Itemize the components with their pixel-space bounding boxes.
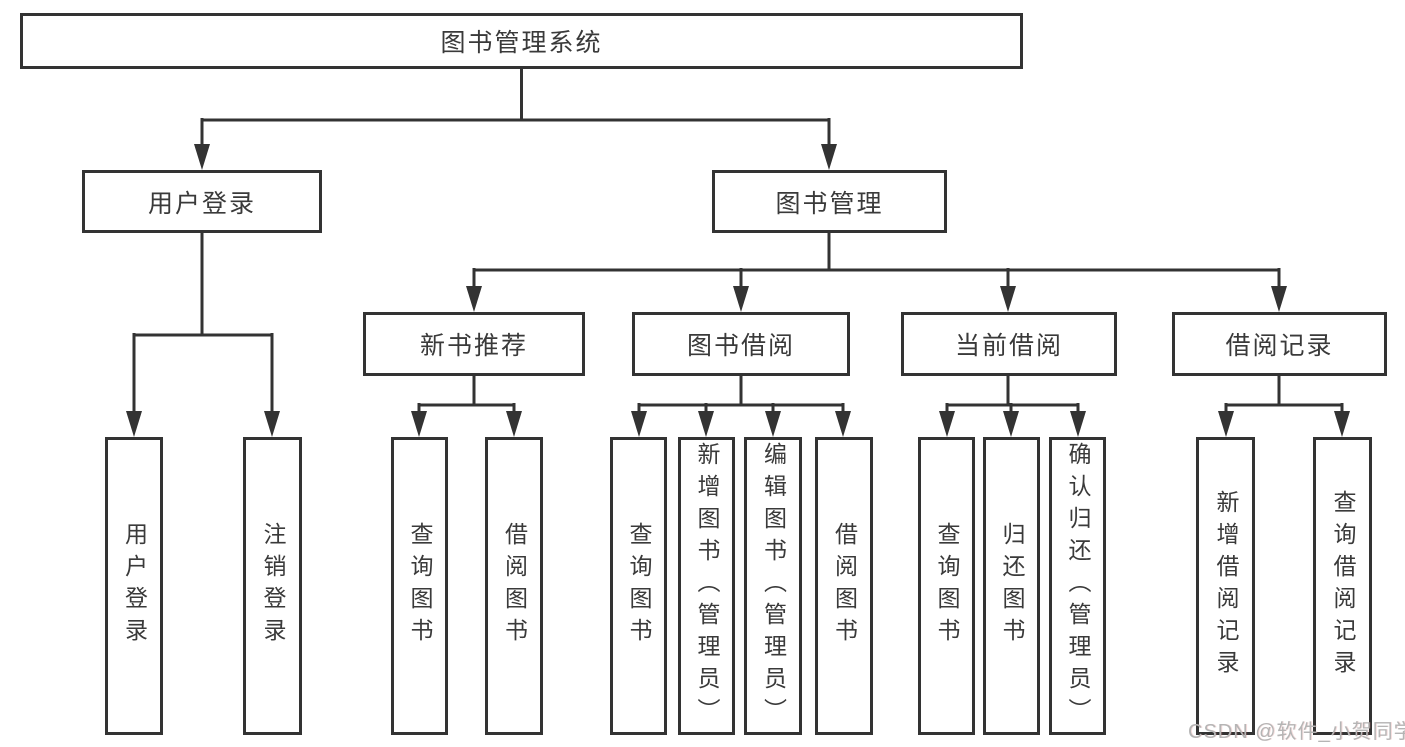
leaf-bb-borrow-books: 借阅图书	[815, 437, 873, 735]
node-root: 图书管理系统	[20, 13, 1023, 69]
leaf-br-add-record: 新增借阅记录	[1196, 437, 1255, 735]
leaf-user-login: 用户登录	[105, 437, 163, 735]
leaf-nbr-query-books: 查询图书	[391, 437, 448, 735]
node-borrow-records: 借阅记录	[1172, 312, 1387, 376]
leaf-cb-confirm-return-admin-label: 确认归还（管理员）	[1065, 442, 1091, 730]
leaf-cb-query-books-label: 查询图书	[934, 522, 960, 650]
leaf-bb-edit-book-admin: 编辑图书（管理员）	[744, 437, 802, 735]
node-book-management-label: 图书管理	[775, 189, 884, 218]
leaf-cb-return-books: 归还图书	[983, 437, 1040, 735]
node-current-borrow: 当前借阅	[901, 312, 1117, 376]
leaf-br-add-record-label: 新增借阅记录	[1213, 490, 1239, 682]
node-user-login: 用户登录	[82, 170, 322, 233]
node-book-borrow: 图书借阅	[632, 312, 850, 376]
leaf-cb-query-books: 查询图书	[918, 437, 975, 735]
node-current-borrow-label: 当前借阅	[954, 332, 1063, 360]
leaf-bb-query-books-label: 查询图书	[626, 522, 652, 650]
node-new-book-recommend: 新书推荐	[363, 312, 585, 376]
connector-book-borrow	[631, 376, 851, 437]
leaf-nbr-borrow-books-label: 借阅图书	[501, 522, 528, 650]
connector-root	[194, 69, 837, 170]
connector-current-borrow	[939, 376, 1086, 437]
leaf-bb-query-books: 查询图书	[610, 437, 667, 735]
csdn-watermark: CSDN @软件_小贺同学	[1188, 721, 1405, 743]
node-new-book-recommend-label: 新书推荐	[419, 332, 528, 360]
node-root-label: 图书管理系统	[440, 29, 603, 57]
leaf-logout: 注销登录	[243, 437, 302, 735]
leaf-nbr-borrow-books: 借阅图书	[485, 437, 543, 735]
leaf-cb-confirm-return-admin: 确认归还（管理员）	[1049, 437, 1106, 735]
leaf-logout-label: 注销登录	[260, 522, 286, 650]
leaf-bb-edit-book-admin-label: 编辑图书（管理员）	[760, 442, 787, 730]
leaf-bb-add-book-admin-label: 新增图书（管理员）	[694, 442, 720, 730]
connector-user-login	[126, 233, 280, 437]
connector-new-book-recommend	[411, 376, 522, 437]
leaf-br-query-record-label: 查询借阅记录	[1330, 490, 1356, 682]
leaf-nbr-query-books-label: 查询图书	[407, 522, 433, 650]
leaf-br-query-record: 查询借阅记录	[1313, 437, 1372, 735]
leaf-bb-borrow-books-label: 借阅图书	[831, 522, 858, 650]
connector-borrow-records	[1218, 376, 1350, 437]
connector-book-management	[466, 233, 1287, 312]
leaf-user-login-label: 用户登录	[121, 522, 148, 650]
node-book-borrow-label: 图书借阅	[686, 332, 795, 360]
node-user-login-label: 用户登录	[147, 189, 256, 218]
node-borrow-records-label: 借阅记录	[1225, 332, 1334, 360]
node-book-management: 图书管理	[712, 170, 947, 233]
leaf-cb-return-books-label: 归还图书	[999, 522, 1025, 650]
leaf-bb-add-book-admin: 新增图书（管理员）	[678, 437, 735, 735]
